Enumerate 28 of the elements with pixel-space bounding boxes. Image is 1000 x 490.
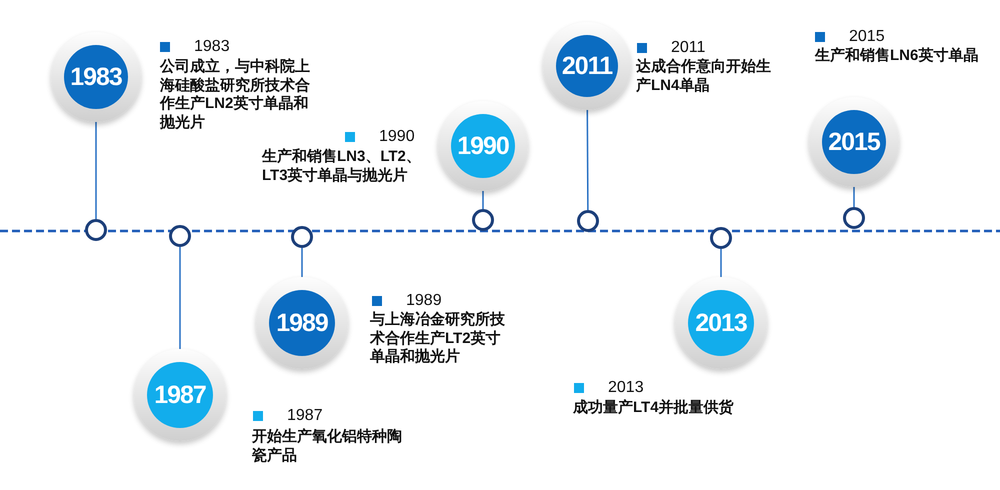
- connector-line: [179, 247, 181, 349]
- event-description: 达成合作意向开始生产LN4单晶: [636, 58, 772, 95]
- connector-line: [95, 122, 97, 219]
- event-description: 公司成立，与中科院上海硅酸盐研究所技术合作生产LN2英寸单晶和抛光片: [160, 58, 311, 132]
- connector-line: [482, 191, 484, 209]
- year-heading: 2011: [671, 38, 706, 58]
- year-heading: 1990: [379, 127, 415, 147]
- event-description: 成功量产LT4并批量供货: [573, 399, 735, 418]
- event-description: 生产和销售LN6英寸单晶: [815, 47, 980, 66]
- timeline-dot: [85, 219, 107, 241]
- timeline-dot: [843, 207, 865, 229]
- year-heading: 1987: [287, 406, 323, 426]
- event-description: 与上海冶金研究所技术合作生产LT2英寸单晶和抛光片: [370, 311, 506, 366]
- event-description: 开始生产氧化铝特种陶瓷产品: [252, 428, 403, 465]
- timeline-dot: [291, 226, 313, 248]
- connector-line: [301, 248, 303, 277]
- timeline-dot: [710, 227, 732, 249]
- timeline-dot: [577, 210, 599, 232]
- connector-line: [853, 187, 855, 207]
- timeline-dot: [472, 209, 494, 231]
- connector-line: [720, 249, 722, 277]
- timeline-dot: [169, 225, 191, 247]
- year-heading: 1983: [194, 37, 230, 57]
- year-heading: 1989: [406, 291, 442, 311]
- year-heading: 2015: [849, 27, 885, 47]
- event-description: 生产和销售LN3、LT2、LT3英寸单晶与抛光片: [262, 148, 422, 185]
- connector-line: [586, 110, 589, 210]
- year-heading: 2013: [608, 378, 644, 398]
